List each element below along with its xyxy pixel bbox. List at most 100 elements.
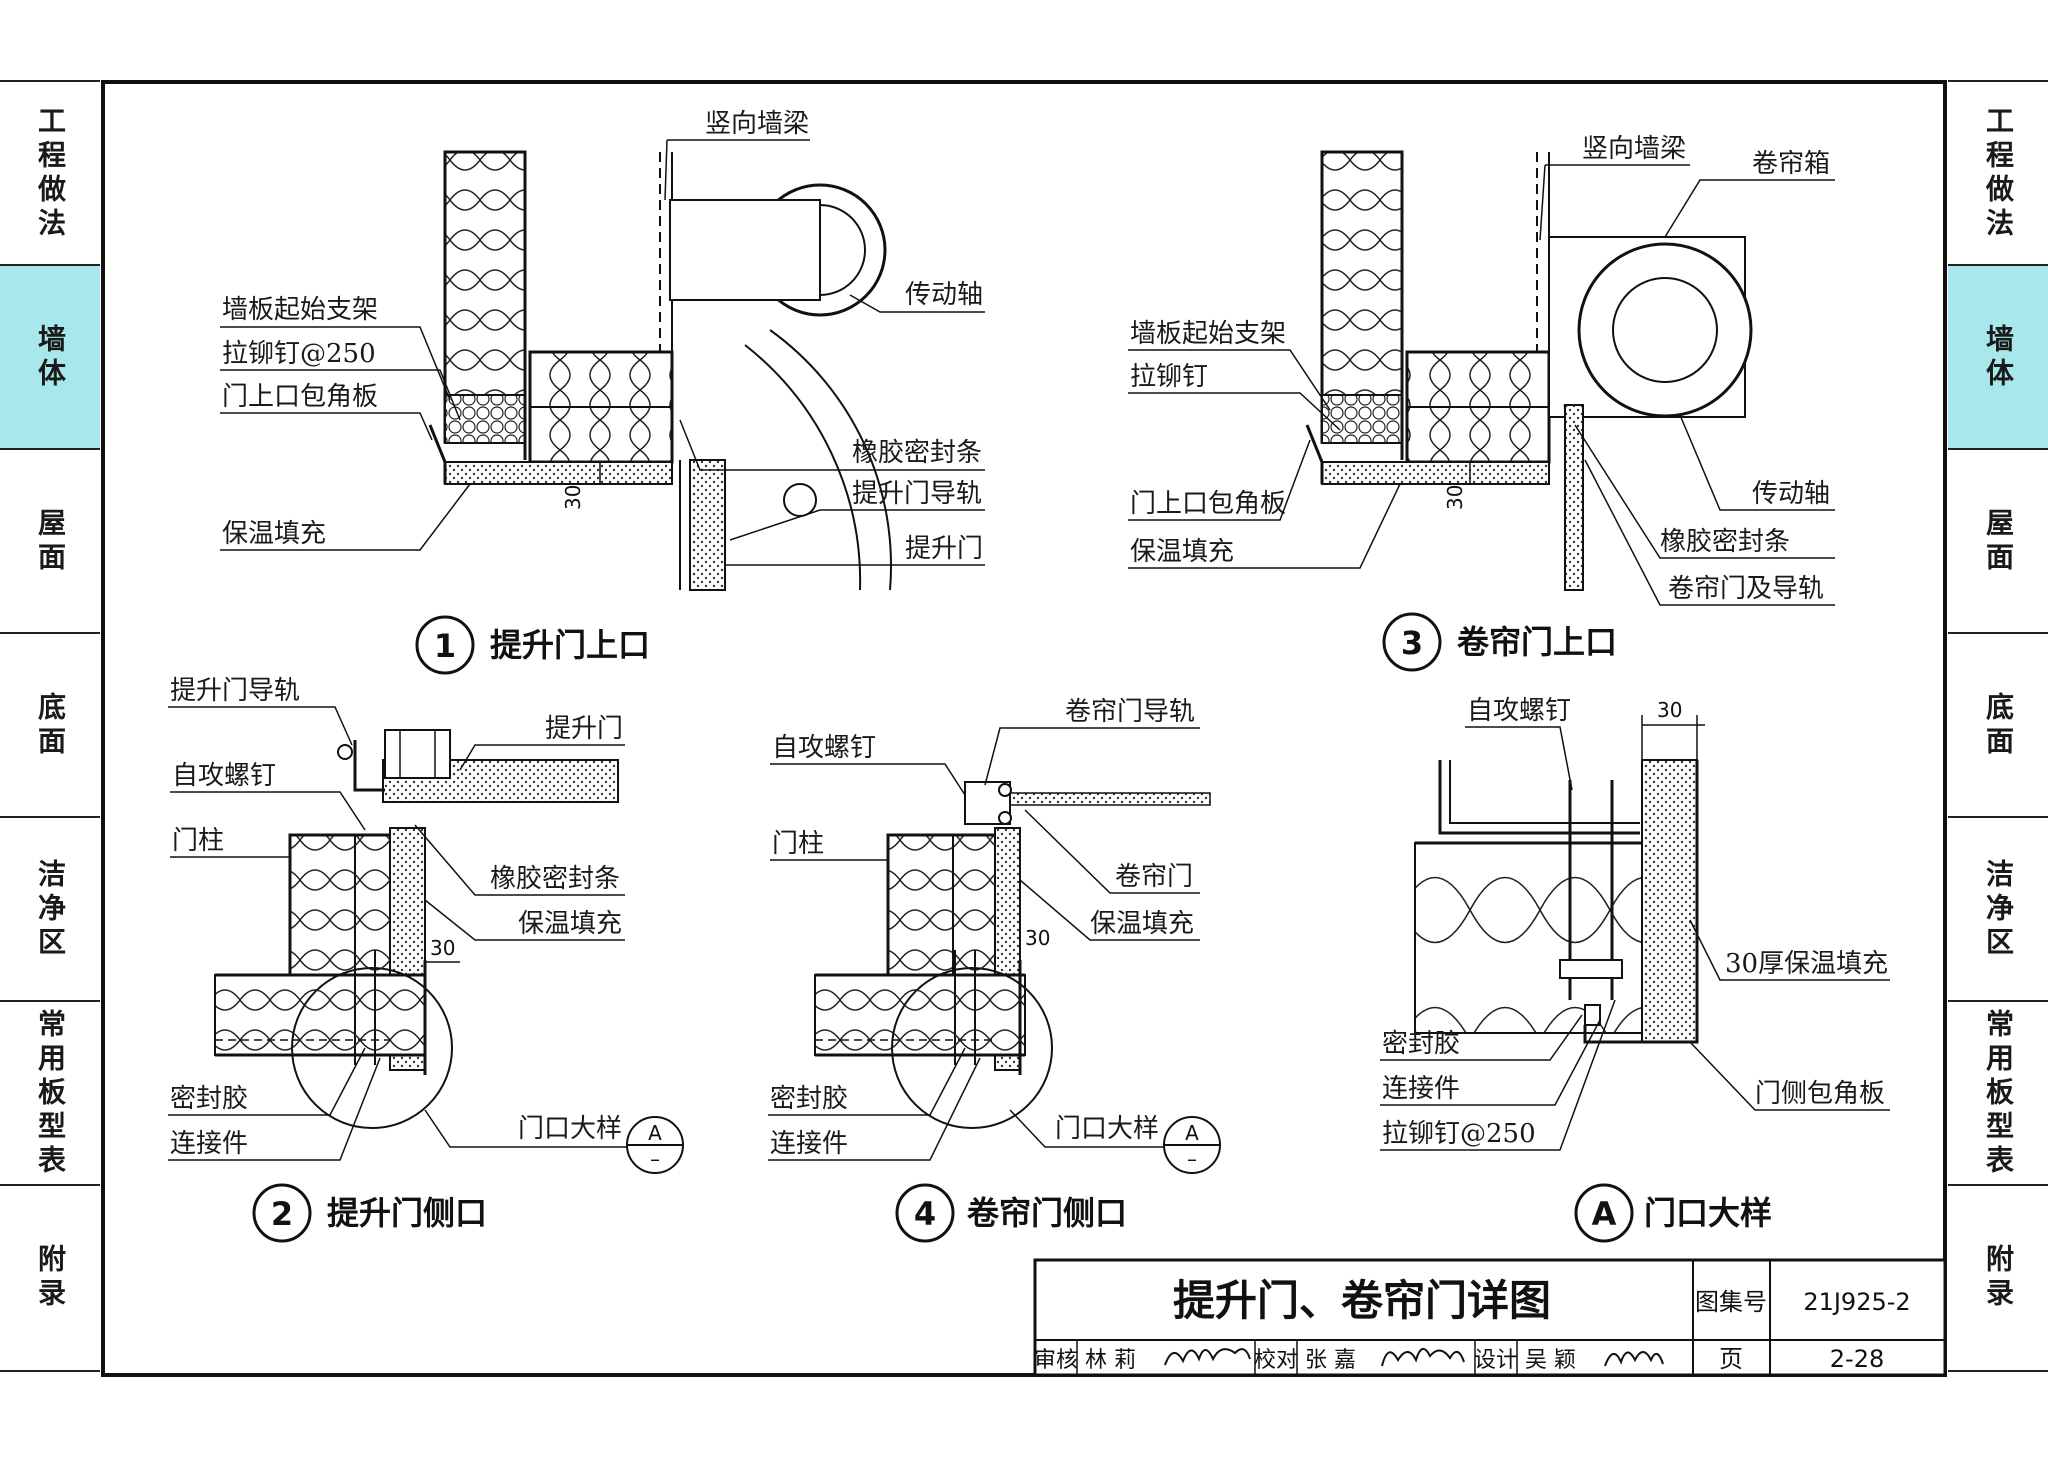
label-lift-rail: 提升门导轨	[170, 676, 300, 706]
label-drive-shaft: 传动轴	[1752, 479, 1830, 509]
sidebar-item-label: 常用板型表	[1982, 1009, 2015, 1179]
label-corner-plate: 门上口包角板	[1130, 489, 1286, 519]
detail-1-number: 1	[434, 627, 456, 665]
label-door-post: 门柱	[172, 826, 224, 856]
page-label: 页	[1719, 1345, 1743, 1373]
sidebar-item-clean-area[interactable]: 洁净区	[0, 816, 100, 1002]
sidebar-item-bottom[interactable]: 底面	[1948, 632, 2048, 818]
checker-name: 张 嘉	[1305, 1348, 1356, 1373]
label-insulation-fill: 保温填充	[222, 519, 326, 549]
sidebar-item-bottom[interactable]: 底面	[0, 632, 100, 818]
sidebar-item-wall[interactable]: 墙体	[0, 264, 100, 450]
label-detail-ref: 门口大样	[518, 1114, 622, 1144]
detail-3-badge	[1382, 612, 1442, 672]
sidebar-item-label: 墙体	[1982, 324, 2015, 392]
label-self-tapping-screw: 自攻螺钉	[172, 761, 276, 791]
label-rubber-seal: 橡胶密封条	[490, 864, 620, 894]
detail-ref-letter: A	[648, 1121, 662, 1145]
detail-a-badge	[1574, 1183, 1634, 1243]
sidebar-item-appendix[interactable]: 附录	[1948, 1184, 2048, 1372]
label-lift-rail: 提升门导轨	[852, 479, 982, 509]
label-30mm-insulation-fill: 30厚保温填充	[1725, 949, 1888, 979]
label-connector: 连接件	[770, 1129, 848, 1159]
label-insulation-fill: 保温填充	[518, 909, 622, 939]
label-rivet: 拉铆钉@250	[1382, 1119, 1536, 1149]
sidebar-item-roof[interactable]: 屋面	[0, 448, 100, 634]
detail-3-number: 3	[1401, 624, 1423, 662]
sidebar-item-label: 洁净区	[34, 859, 67, 961]
sidebar-item-label: 常用板型表	[34, 1009, 67, 1179]
label-start-bracket: 墙板起始支架	[1130, 319, 1286, 349]
label-sealant: 密封胶	[170, 1084, 248, 1114]
detail-ref-sheet: –	[650, 1147, 660, 1171]
sidebar-item-panel-table[interactable]: 常用板型表	[1948, 1000, 2048, 1186]
label-insulation-fill: 保温填充	[1130, 537, 1234, 567]
dim-text: 30	[561, 485, 585, 510]
sidebar-item-label: 屋面	[34, 508, 67, 576]
sidebar-item-wall[interactable]: 墙体	[1948, 264, 2048, 450]
dim-text: 30	[1025, 926, 1050, 950]
sidebar-item-clean-area[interactable]: 洁净区	[1948, 816, 2048, 1002]
sidebar-item-label: 底面	[34, 692, 67, 760]
detail-2-badge	[252, 1183, 312, 1243]
detail-4-title: 卷帘门侧口	[967, 1194, 1127, 1232]
label-lift-door: 提升门	[545, 714, 623, 744]
label-shutter-rail: 卷帘门导轨	[1065, 697, 1195, 727]
label-rubber-seal: 橡胶密封条	[852, 438, 982, 468]
sidebar-item-panel-table[interactable]: 常用板型表	[0, 1000, 100, 1186]
sidebar-item-appendix[interactable]: 附录	[0, 1184, 100, 1372]
designer-signature	[1604, 1351, 1664, 1367]
designer-name: 吴 颖	[1525, 1348, 1576, 1373]
detail-4-number: 4	[914, 1195, 936, 1233]
sidebar-item-label: 附录	[1982, 1244, 2015, 1312]
atlas-number: 21J925-2	[1803, 1288, 1910, 1316]
label-rivet: 拉铆钉@250	[222, 339, 376, 369]
label-shutter-door: 卷帘门	[1115, 862, 1193, 892]
sidebar-item-label: 洁净区	[1982, 859, 2015, 961]
label-vertical-beam: 竖向墙梁	[705, 109, 809, 139]
drawing-title: 提升门、卷帘门详图	[1173, 1276, 1551, 1325]
detail-2: 30 提升门导轨 提升门 自攻螺钉 门柱 橡胶密封条 保温填充 密封胶 连接件 …	[168, 676, 684, 1243]
sidebar-item-label: 屋面	[1982, 508, 2015, 576]
design-label: 设计	[1474, 1348, 1518, 1373]
label-connector: 连接件	[1382, 1074, 1460, 1104]
detail-ref-sheet: –	[1187, 1147, 1197, 1171]
detail-1-title: 提升门上口	[490, 626, 650, 664]
label-vertical-beam: 竖向墙梁	[1582, 134, 1686, 164]
label-shutter-box: 卷帘箱	[1752, 149, 1830, 179]
sidebar-item-roof[interactable]: 屋面	[1948, 448, 2048, 634]
detail-a-title: 门口大样	[1644, 1194, 1772, 1232]
sidebar-item-label: 底面	[1982, 692, 2015, 760]
label-lift-door: 提升门	[905, 534, 983, 564]
detail-a: 30 自攻螺钉 30厚保温填充 密封胶 连接件 拉铆钉@250 门侧包角板 A …	[1380, 696, 1890, 1243]
detail-a-letter: A	[1592, 1195, 1617, 1233]
sidebar-item-engineering[interactable]: 工程做法	[1948, 80, 2048, 266]
label-self-tapping-screw: 自攻螺钉	[1467, 696, 1571, 726]
detail-4: 30 卷帘门导轨 自攻螺钉 门柱 卷帘门 保温填充 密封胶 连接件 门口大样 A…	[768, 697, 1221, 1243]
detail-4-badge	[895, 1183, 955, 1243]
detail-ref-letter: A	[1185, 1121, 1199, 1145]
check-label: 校对	[1254, 1348, 1298, 1373]
review-label: 审核	[1034, 1348, 1078, 1373]
dim-text: 30	[430, 936, 455, 960]
page-number: 2-28	[1830, 1345, 1884, 1373]
checker-signature	[1381, 1348, 1465, 1367]
dim-text: 30	[1443, 485, 1467, 510]
label-side-corner-plate: 门侧包角板	[1755, 1079, 1885, 1109]
title-block: 提升门、卷帘门详图 图集号 21J925-2 页 2-28 审核 林 莉 校对 …	[1033, 1258, 1947, 1377]
sidebar-item-label: 墙体	[34, 324, 67, 392]
detail-2-number: 2	[271, 1195, 293, 1233]
sidebar-item-engineering[interactable]: 工程做法	[0, 80, 100, 266]
label-sealant: 密封胶	[1382, 1029, 1460, 1059]
dim-text: 30	[1657, 698, 1682, 722]
label-insulation-fill: 保温填充	[1090, 909, 1194, 939]
sidebar-item-label: 附录	[34, 1244, 67, 1312]
label-corner-plate: 门上口包角板	[222, 382, 378, 412]
detail-3: 30 竖向墙梁 卷帘箱 墙板起始支架 拉铆钉 门上口包角板 保温填充 传动轴 橡…	[1128, 134, 1835, 672]
label-start-bracket: 墙板起始支架	[222, 295, 378, 325]
label-detail-ref: 门口大样	[1055, 1114, 1159, 1144]
detail-2-title: 提升门侧口	[327, 1194, 487, 1232]
label-door-post: 门柱	[772, 829, 824, 859]
label-self-tapping-screw: 自攻螺钉	[772, 733, 876, 763]
